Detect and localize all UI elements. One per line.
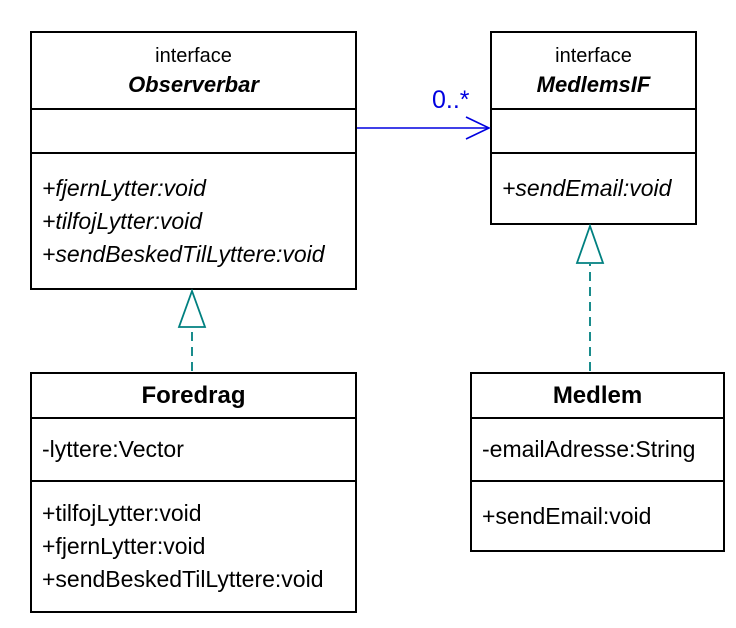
hollow-triangle-arrowhead-icon — [177, 288, 207, 328]
method-item: +sendBeskedTilLyttere:void — [42, 566, 324, 592]
foredrag-name: Foredrag — [141, 381, 246, 409]
observerbar-name: Observerbar — [128, 71, 259, 97]
realization-foredrag-observerbar[interactable] — [177, 288, 207, 371]
method-item: +sendEmail:void — [482, 502, 652, 529]
method-item: +sendBeskedTilLyttere:void — [42, 240, 325, 267]
observerbar-methods-compartment: +fjernLytter:void +tilfojLytter:void +se… — [32, 154, 355, 288]
class-box-foredrag[interactable]: Foredrag -lyttere:Vector +tilfojLytter:v… — [30, 372, 357, 613]
class-box-observerbar[interactable]: interface Observerbar +fjernLytter:void … — [30, 31, 357, 290]
observerbar-attributes-compartment — [32, 110, 355, 154]
multiplicity-label: 0..* — [432, 86, 470, 114]
method-item: +tilfojLytter:void — [42, 500, 202, 526]
medlem-title-compartment: Medlem — [472, 374, 723, 419]
method-item: +sendEmail:void — [502, 175, 672, 201]
foredrag-attributes-compartment: -lyttere:Vector — [32, 419, 355, 482]
hollow-triangle-arrowhead-icon — [575, 223, 605, 264]
method-item: +tilfojLytter:void — [42, 207, 203, 234]
method-item: +fjernLytter:void — [42, 533, 206, 559]
realization-medlem-medlemsif[interactable] — [575, 223, 605, 371]
association-observerbar-medlemsif[interactable] — [357, 116, 491, 140]
open-arrowhead-icon — [465, 116, 491, 140]
class-box-medlemsif[interactable]: interface MedlemsIF +sendEmail:void — [490, 31, 697, 225]
medlemsif-name: MedlemsIF — [536, 71, 651, 97]
medlem-attributes-compartment: -emailAdresse:String — [472, 419, 723, 482]
medlem-name: Medlem — [552, 381, 643, 409]
medlemsif-title-compartment: interface MedlemsIF — [492, 33, 695, 110]
observerbar-stereotype: interface — [155, 44, 232, 67]
foredrag-title-compartment: Foredrag — [32, 374, 355, 419]
observerbar-title-compartment: interface Observerbar — [32, 33, 355, 110]
medlem-methods-compartment: +sendEmail:void — [472, 482, 723, 550]
medlemsif-methods-compartment: +sendEmail:void — [492, 154, 695, 223]
medlemsif-stereotype: interface — [555, 44, 632, 67]
foredrag-methods-compartment: +tilfojLytter:void +fjernLytter:void +se… — [32, 482, 355, 611]
method-item: +fjernLytter:void — [42, 174, 206, 201]
attribute-item: -lyttere:Vector — [42, 436, 184, 462]
class-box-medlem[interactable]: Medlem -emailAdresse:String +sendEmail:v… — [470, 372, 725, 552]
attribute-item: -emailAdresse:String — [482, 436, 696, 462]
medlemsif-attributes-compartment — [492, 110, 695, 154]
